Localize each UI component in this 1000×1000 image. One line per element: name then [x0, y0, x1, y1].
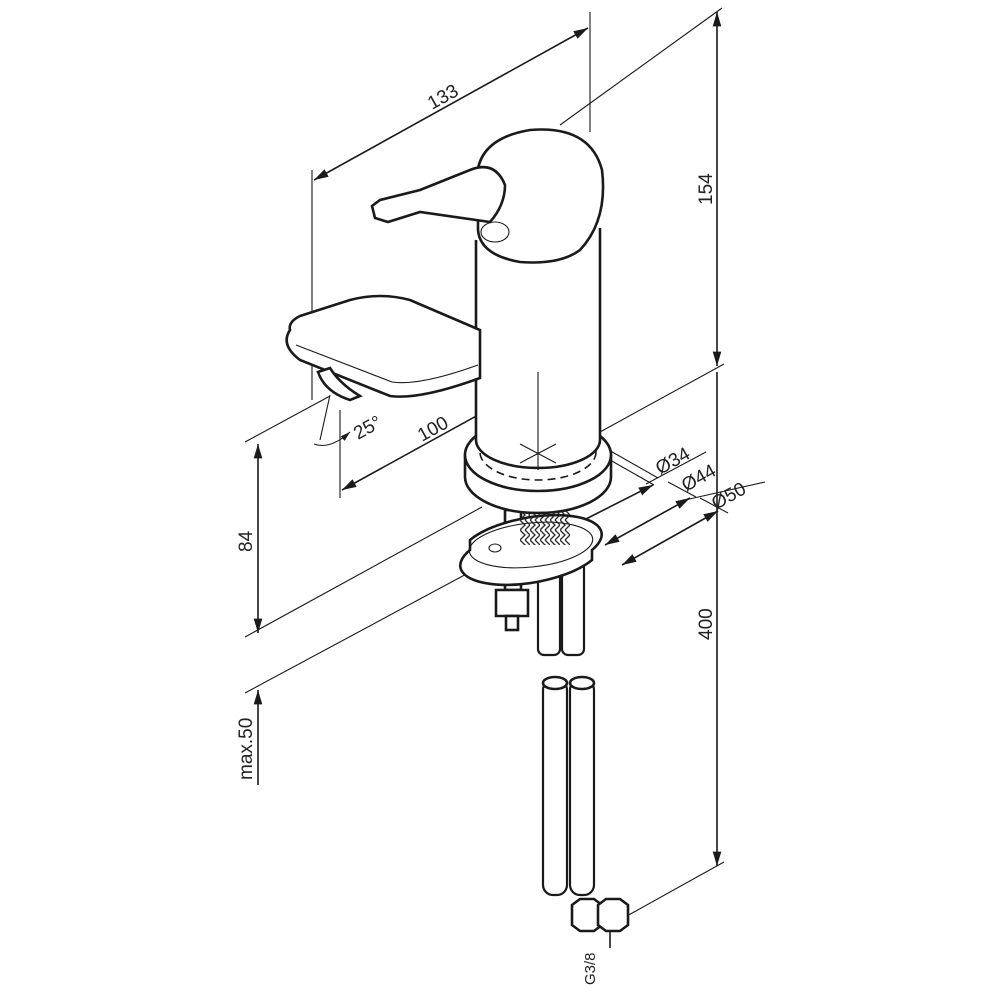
dimension-angle-25: 25° — [313, 394, 386, 447]
faucet-body — [285, 128, 613, 515]
dimension-400-label: 400 — [696, 608, 717, 640]
dimension-max-50-label: max.50 — [236, 718, 257, 780]
dimension-84-label: 84 — [236, 530, 257, 552]
hose-nut-right — [596, 897, 630, 933]
flexible-hoses: G3/8 — [536, 553, 630, 985]
dimension-angle-label: 25° — [350, 412, 385, 444]
dimension-133-label: 133 — [424, 81, 462, 115]
dimension-154: 154 — [559, 7, 725, 433]
dimension-400: 400 — [624, 372, 725, 918]
dimension-max-50: max.50 — [236, 690, 263, 785]
lever-handle — [370, 165, 507, 224]
thread-label: G3/8 — [582, 952, 599, 985]
dimension-100-label: 100 — [414, 413, 452, 447]
diameter-50-label: Ø50 — [708, 479, 750, 515]
dimension-84: 84 — [236, 395, 501, 694]
aerator — [316, 366, 363, 402]
dimension-154-label: 154 — [696, 173, 717, 205]
spout — [285, 294, 482, 398]
